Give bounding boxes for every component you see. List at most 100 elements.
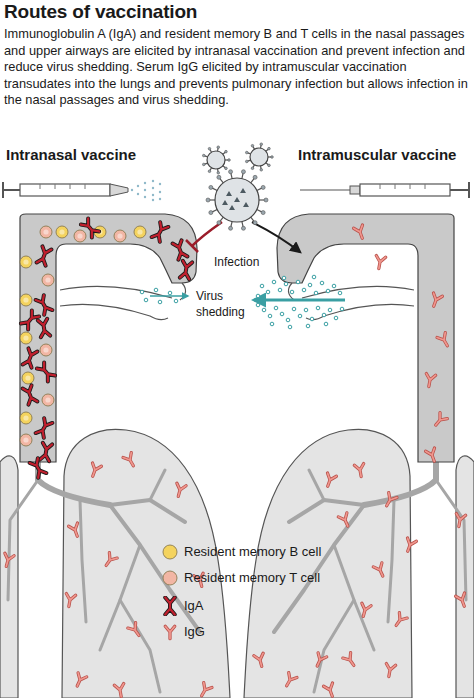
iga-antibody	[37, 362, 55, 381]
t-cell-nucleus	[23, 437, 28, 442]
t-cell-nucleus	[43, 229, 48, 234]
b-cell	[134, 226, 146, 238]
inhibition-bar	[186, 240, 198, 252]
spray-droplet	[144, 196, 146, 198]
iga-antibody	[36, 418, 53, 438]
virus-spike-tip	[251, 144, 254, 147]
virus-particle	[284, 282, 288, 286]
t-cell-nucleus	[77, 233, 82, 238]
legend-text: Resident memory T cell	[184, 570, 320, 585]
infection-arrow	[252, 222, 300, 252]
legend-sample	[160, 568, 180, 588]
virus-particle	[304, 308, 308, 312]
plunger-rod	[450, 189, 468, 191]
igg-antibody	[338, 513, 352, 528]
igg-antibody	[174, 483, 186, 497]
nasal-sprayer	[3, 182, 128, 198]
virus-particle	[288, 325, 292, 329]
figure-title: Routes of vaccination	[4, 1, 197, 23]
virus-spike-tip	[241, 170, 245, 174]
virus-spike-tip	[245, 151, 248, 154]
t-cell	[74, 230, 86, 242]
iga-antibody	[81, 218, 99, 237]
igg-antibody	[429, 293, 442, 308]
virus-spike-tip	[260, 143, 263, 146]
virus-particle	[340, 307, 344, 311]
b-cell	[20, 294, 32, 306]
igg-antibody	[424, 374, 436, 388]
virus-body	[207, 151, 225, 169]
iga-antibody	[173, 240, 188, 259]
t-cell-nucleus	[43, 347, 48, 352]
t-cell-body	[42, 394, 54, 406]
igg-antibody	[456, 593, 469, 608]
spray-droplet	[131, 189, 133, 191]
igg-antibody	[383, 493, 397, 508]
virus-particle	[260, 284, 264, 288]
virus-particle	[302, 288, 306, 292]
virus-particle	[158, 300, 162, 304]
route-label: Intranasal vaccine	[6, 146, 136, 163]
virus-spike-tip	[217, 146, 220, 149]
b-cell-nucleus	[23, 259, 28, 264]
legend-sample	[160, 596, 180, 616]
virus-particle	[322, 313, 326, 317]
igg-antibody	[69, 523, 82, 538]
virus-particle	[262, 308, 266, 312]
virus-spike-tip	[208, 170, 211, 173]
virus	[202, 146, 230, 174]
iga-antibody	[23, 348, 38, 367]
virus-particle	[316, 306, 320, 310]
virus-particle	[292, 307, 296, 311]
igg-antibody	[73, 673, 87, 688]
intramuscular-anatomy	[244, 214, 474, 698]
virus-detail	[240, 188, 246, 193]
legend-text: IgA	[184, 598, 204, 613]
virus-spike-tip	[208, 147, 211, 150]
virus-particle	[270, 322, 274, 326]
virus-particle	[310, 317, 314, 321]
shedding-arrow	[150, 295, 188, 297]
b-cell-nucleus	[23, 335, 28, 340]
t-cell	[42, 274, 54, 286]
iga-antibody	[38, 319, 50, 337]
iga-antibody	[180, 261, 192, 279]
virus-spike-tip	[264, 198, 268, 202]
b-cell-body	[20, 294, 32, 306]
virus-spike-tip	[253, 221, 257, 225]
virus-spike-tip	[229, 170, 233, 174]
t-cell	[20, 434, 32, 446]
legend-sample	[160, 542, 180, 562]
b-cell-body	[134, 226, 146, 238]
virus-particle	[328, 308, 332, 312]
b-cell-body	[20, 256, 32, 268]
b-cell-nucleus	[59, 229, 64, 234]
virus-detail	[222, 200, 228, 205]
virus-spike-tip	[271, 156, 274, 159]
b-cell-nucleus	[137, 229, 142, 234]
legend-text: IgG	[184, 624, 205, 639]
virus-spike-tip	[206, 198, 210, 202]
igg-antibody	[374, 256, 386, 270]
virus-particle	[308, 283, 312, 287]
virus-spike-tip	[241, 226, 245, 230]
igg-antibody	[437, 333, 451, 348]
virus-spike-tip	[217, 175, 221, 179]
igg-antibody	[323, 473, 336, 488]
needle	[300, 189, 350, 190]
spray-droplet	[144, 189, 146, 191]
virus-particle	[274, 306, 278, 310]
virus-spike-tip	[245, 160, 248, 163]
igg-antibody	[102, 553, 117, 569]
virus-particle	[320, 281, 324, 285]
virus-spike-tip	[268, 164, 271, 167]
t-cell-nucleus	[45, 397, 50, 402]
t-cell-body	[20, 434, 32, 446]
spray-droplet	[152, 187, 154, 189]
b-cell-nucleus	[23, 297, 28, 302]
virus-spike-tip	[209, 211, 213, 215]
virus-particle	[266, 290, 270, 294]
virus-particle	[154, 288, 158, 292]
b-cell-body	[56, 226, 68, 238]
